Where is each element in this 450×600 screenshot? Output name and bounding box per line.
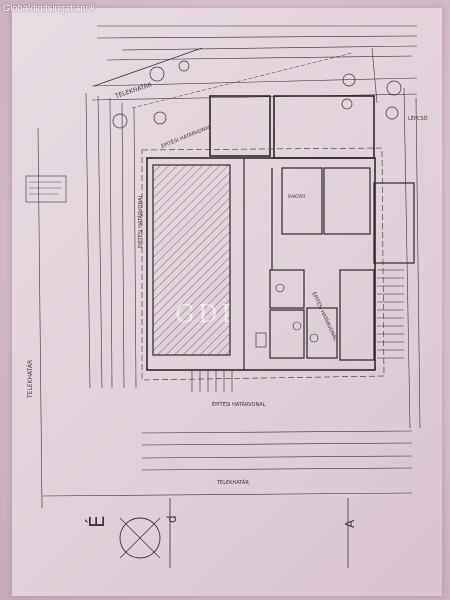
hatched-area (152, 164, 231, 356)
label-room-raktar: RAKTÁR (288, 193, 305, 200)
landscape-shrubs (112, 60, 402, 129)
bottom-dimension-lines (41, 430, 413, 497)
label-lot-boundary-left: TELEKHATÁR (27, 360, 34, 399)
lot-diagonal-dashed (131, 52, 353, 109)
label-axis-d: d (165, 515, 179, 523)
interior-walls (243, 158, 415, 370)
label-stair: LÉPCSŐ (408, 114, 428, 122)
label-lot-boundary-bottom: TELEKHATÁR (216, 479, 249, 486)
left-dimension-lines (37, 92, 137, 509)
label-lot-boundary-top: TELEKHATÁR (114, 81, 153, 100)
building-line-dashed (141, 147, 385, 381)
stairs (191, 269, 404, 392)
drawing-sheet: TELEKHATÁR ÉPÍTÉSI HATÁRVONAL ÉPÍTÉSI HA… (12, 8, 442, 596)
floor-plan-drawing: TELEKHATÁR ÉPÍTÉSI HATÁRVONAL ÉPÍTÉSI HA… (25, 25, 428, 568)
label-axis-a: A (343, 519, 357, 528)
watermark: GDI (175, 300, 235, 328)
label-north: É (85, 515, 109, 528)
label-building-line-right: ÉPÍTÉSI HATÁRVONAL (310, 290, 340, 342)
axis-lines (169, 498, 349, 568)
right-dimension-lines (371, 47, 421, 429)
fixtures (255, 283, 319, 348)
source-caption: Globaldigitsingatlanok (3, 3, 96, 13)
lot-boundary-line (93, 47, 203, 87)
note-box (25, 175, 67, 203)
note-box-lines (29, 181, 62, 195)
building-walls (146, 95, 376, 371)
label-building-line-top: ÉPÍTÉSI HATÁRVONAL (160, 122, 213, 149)
top-dimension-lines (91, 25, 418, 101)
label-building-line-bottom: ÉPÍTÉSI HATÁRVONAL (212, 400, 266, 408)
north-arrow (119, 517, 161, 559)
label-building-line-left: ÉPÍTÉSI HATÁRVONAL (136, 194, 144, 248)
